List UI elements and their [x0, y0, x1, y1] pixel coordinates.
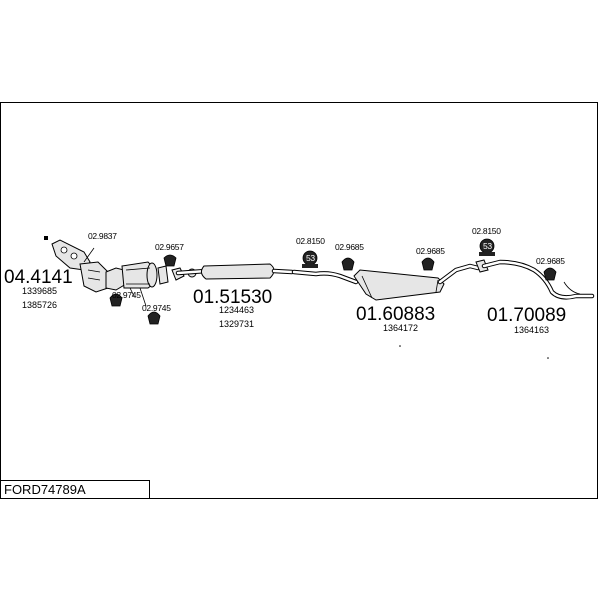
gasket-icon[interactable]: [163, 254, 177, 267]
clamp-icon[interactable]: [341, 257, 355, 271]
outlet-flange-part: [157, 265, 169, 285]
front-pipe-catalyst-part[interactable]: [44, 236, 169, 293]
accessory-code: 02.8150: [296, 236, 325, 246]
accessory-code: 02.9657: [155, 242, 184, 252]
silencer-body-part: [353, 269, 445, 301]
accessory-code: 02.9745: [112, 290, 141, 300]
centre-silencer-part[interactable]: [171, 263, 295, 281]
mounting-rubber-icon[interactable]: 53: [479, 238, 495, 256]
ref-number: 1385726: [22, 300, 57, 310]
accessory-code: 02.9685: [536, 256, 565, 266]
part-number-centre: 01.51530: [193, 287, 272, 308]
diagram-frame: [0, 102, 598, 499]
middle-silencer-part[interactable]: [291, 263, 481, 301]
catalyst-body-part: [79, 261, 109, 293]
ref-number: 1329731: [219, 319, 254, 329]
accessory-code: 02.9837: [88, 231, 117, 241]
ref-number: 1339685: [22, 286, 57, 296]
part-number-front: 04.4141: [4, 267, 73, 288]
clamp-icon[interactable]: [147, 311, 161, 325]
rubber-tag: 53: [306, 253, 315, 263]
accessory-code: 02.9685: [335, 242, 364, 252]
rear-pipe-part[interactable]: [475, 259, 595, 300]
ref-number: 1364163: [514, 325, 549, 335]
part-number-rear: 01.70089: [487, 305, 566, 326]
accessory-code: 02.9685: [416, 246, 445, 256]
ref-number: 1234463: [219, 305, 254, 315]
vehicle-code-label: FORD74789A: [0, 480, 150, 499]
rubber-tag: 53: [483, 241, 492, 251]
clamp-icon[interactable]: [421, 257, 435, 271]
ref-number: 1364172: [383, 323, 418, 333]
resonator-body-part: [200, 263, 275, 280]
clamp-icon[interactable]: [543, 267, 557, 281]
accessory-code: 02.8150: [472, 226, 501, 236]
part-number-middle: 01.60883: [356, 304, 435, 325]
mounting-rubber-icon[interactable]: 53: [302, 250, 318, 268]
bolt-icon: [44, 236, 48, 240]
accessory-code: 02.9745: [142, 303, 171, 313]
clamp-icon[interactable]: [109, 293, 123, 307]
